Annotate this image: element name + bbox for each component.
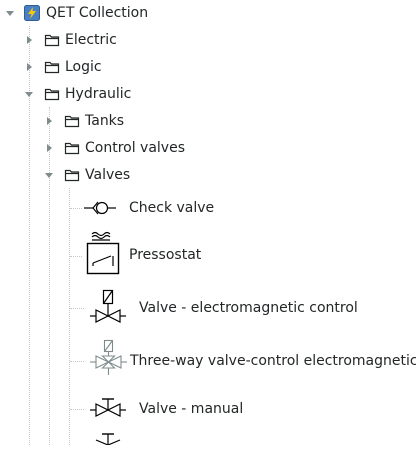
collapsed-arrow-icon[interactable]: [24, 62, 34, 72]
guide-line: [29, 26, 30, 445]
guide-line: [70, 361, 84, 362]
tree-item-label: Valves: [85, 167, 131, 183]
guide-line: [70, 256, 82, 257]
expanded-arrow-icon[interactable]: [44, 170, 54, 180]
folder-icon: [44, 60, 60, 74]
folder-icon: [64, 168, 80, 182]
tree-item-valves[interactable]: Valves: [40, 162, 416, 188]
guide-line: [70, 208, 82, 209]
tree-item-qet-collection[interactable]: QET Collection: [0, 0, 416, 26]
tree-item-electromagnetic-valve[interactable]: Valve - electromagnetic control: [82, 288, 416, 328]
three-way-valve-icon: [90, 339, 130, 389]
collapsed-arrow-icon[interactable]: [44, 143, 54, 153]
electromagnetic-valve-icon: [90, 289, 130, 333]
folder-icon: [44, 33, 60, 47]
folder-icon: [64, 141, 80, 155]
tree-item-hydraulic[interactable]: Hydraulic: [20, 81, 416, 107]
folder-icon: [64, 114, 80, 128]
tree-item-label: Valve - electromagnetic control: [139, 300, 358, 316]
manual-valve-icon: [90, 397, 130, 427]
guide-line: [49, 107, 50, 445]
tree-item-label: Pressostat: [129, 247, 202, 263]
tree-item-pressostat[interactable]: Pressostat: [82, 230, 416, 278]
tree-item-label: Check valve: [129, 200, 215, 216]
collapsed-arrow-icon[interactable]: [24, 35, 34, 45]
valve-icon: [90, 432, 130, 449]
tree-item-label: Valve - manual: [139, 401, 244, 417]
tree-item-label: Tanks: [85, 113, 125, 129]
tree-item-label: Electric: [65, 32, 117, 48]
tree-item-label: Hydraulic: [65, 86, 132, 102]
tree-item-electric[interactable]: Electric: [20, 27, 416, 53]
expanded-arrow-icon[interactable]: [5, 8, 15, 18]
tree-item-tanks[interactable]: Tanks: [40, 108, 416, 134]
guide-line: [70, 409, 84, 410]
expanded-arrow-icon[interactable]: [24, 89, 34, 99]
guide-line: [69, 188, 70, 445]
qet-collection-icon: [24, 5, 40, 25]
tree-item-control-valves[interactable]: Control valves: [40, 135, 416, 161]
tree-item-check-valve[interactable]: Check valve: [82, 194, 416, 222]
tree-item-label: Three-way valve-control electromagnetic: [130, 353, 416, 369]
tree-item-logic[interactable]: Logic: [20, 54, 416, 80]
tree-item-manual-valve[interactable]: Valve - manual: [82, 394, 416, 424]
tree-item-three-way-valve[interactable]: Three-way valve-control electromagnetic: [82, 338, 416, 384]
folder-icon: [44, 87, 60, 101]
guide-line: [70, 308, 84, 309]
tree-item-label: Control valves: [85, 140, 186, 156]
check-valve-icon: [84, 197, 120, 223]
collapsed-arrow-icon[interactable]: [44, 116, 54, 126]
tree-item-label: QET Collection: [46, 5, 149, 21]
tree-item-partial[interactable]: [82, 432, 416, 446]
pressostat-icon: [86, 230, 122, 280]
tree-item-label: Logic: [65, 59, 102, 75]
